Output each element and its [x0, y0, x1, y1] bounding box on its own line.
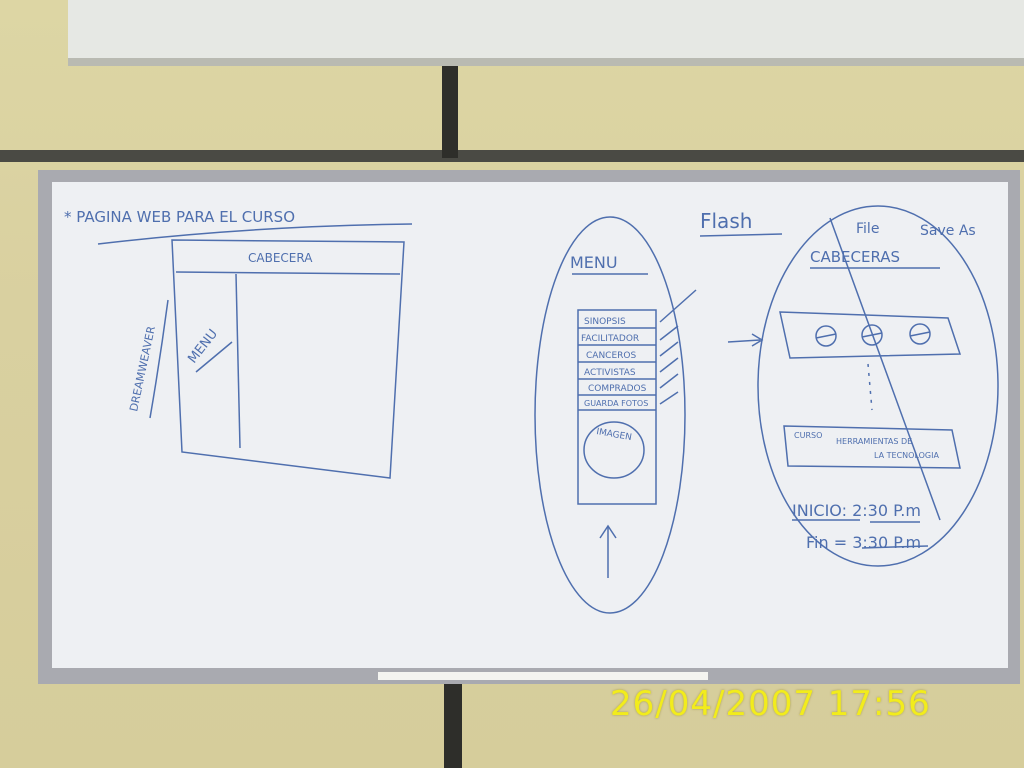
board-title: * PAGINA WEB PARA EL CURSO: [64, 208, 295, 226]
menu-item-4: ACTIVISTAS: [584, 368, 636, 378]
right-arrow: [727, 339, 761, 343]
menu-item-1: SINOPSIS: [584, 317, 626, 327]
fin-text: Fin = 3:30 P.m: [806, 533, 921, 552]
left-header-label: CABECERA: [248, 251, 313, 265]
save-as-label: Save As: [920, 223, 976, 239]
diagonal-line: [829, 217, 941, 521]
marker-tray: [378, 672, 708, 680]
title-underline: [97, 223, 413, 245]
right-ellipse: [757, 205, 999, 567]
wall-rail: [0, 150, 1024, 162]
flash-label: Flash: [700, 209, 752, 233]
nav-button-1: [815, 325, 837, 347]
image-circle: [583, 421, 645, 479]
check-1: [659, 289, 697, 323]
upper-board: [68, 0, 1024, 66]
menu-column: [577, 309, 657, 505]
nav-button-3: [909, 323, 931, 345]
menu-item-2: FACILITADOR: [581, 334, 639, 344]
dotted-connector: [867, 363, 873, 411]
cabeceras-title: CABECERAS: [810, 248, 900, 266]
dreamweaver-arc: [149, 299, 169, 419]
footer-text-1: CURSO: [794, 431, 822, 440]
menu-item-5: COMPRADOS: [588, 384, 647, 394]
whiteboard-surface: [52, 182, 1008, 668]
middle-ellipse: [534, 216, 686, 614]
footer-text-2: HERRAMIENTAS DE: [836, 437, 912, 446]
right-sketch: [699, 205, 999, 567]
wall-post-top: [442, 66, 458, 158]
menu-item-3: CANCEROS: [586, 351, 636, 361]
footer-text-3: LA TECNOLOGIA: [874, 451, 939, 460]
header-banner: [779, 311, 962, 359]
menu-underline: [195, 341, 233, 373]
menu-divider: [235, 273, 241, 449]
upper-board-frame: [68, 58, 1024, 66]
nav-button-2: [861, 324, 883, 346]
header-divider: [175, 271, 401, 275]
inicio-text: INICIO: 2:30 P.m: [792, 501, 921, 520]
menu-item-6: GUARDA FOTOS: [584, 399, 648, 408]
wall-post-bottom: [444, 672, 462, 768]
flash-underline: [699, 233, 783, 237]
middle-menu-title: MENU: [570, 253, 618, 272]
page-outline: [171, 239, 405, 479]
footer-box: [783, 425, 961, 469]
photo-timestamp: 26/04/2007 17:56: [610, 684, 931, 724]
middle-sketch: [534, 216, 697, 614]
file-label: File: [856, 221, 879, 237]
left-sketch: [149, 239, 405, 479]
